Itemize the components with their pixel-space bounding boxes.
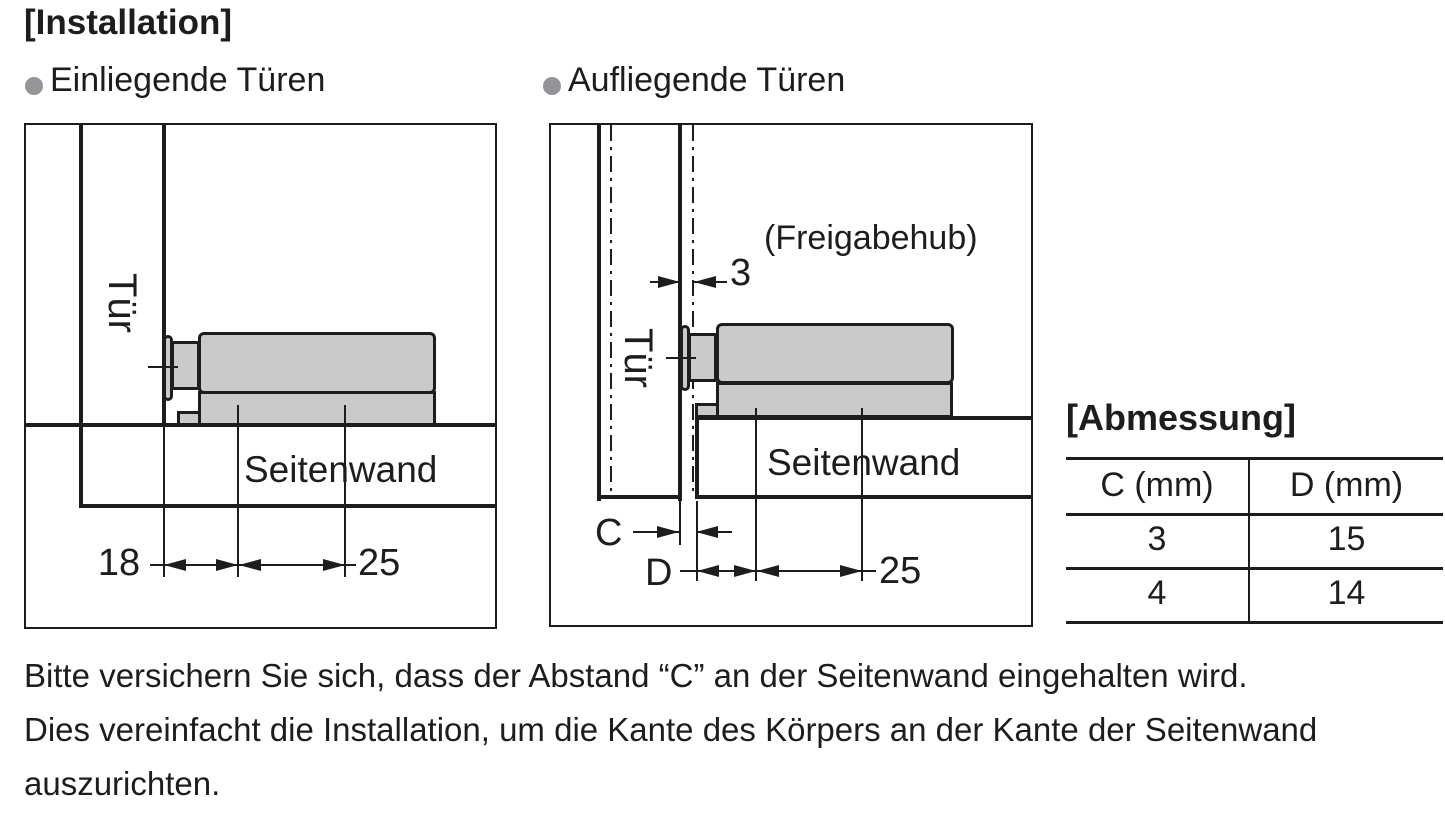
table-rule bbox=[1066, 567, 1443, 570]
table-cell: 4 bbox=[1147, 574, 1167, 612]
dim-25: 25 bbox=[358, 542, 401, 584]
dim-c-label: C bbox=[595, 512, 623, 554]
latch-base bbox=[716, 382, 953, 418]
table-header-d: D (mm) bbox=[1289, 466, 1404, 504]
diagram-overlay-doors: Tür (Freigabehub) 3 C D 25 Seitenwand bbox=[549, 123, 1033, 627]
section-heading-overlay: Aufliegende Türen bbox=[568, 61, 846, 99]
wall-back-edge-line bbox=[695, 495, 1031, 499]
arrowhead-right-icon bbox=[216, 559, 238, 571]
dim-d-label: D bbox=[645, 552, 673, 594]
note-line: Dies vereinfacht die Installation, um di… bbox=[24, 711, 1318, 748]
note-line: Bitte versichern Sie sich, dass der Abst… bbox=[24, 657, 1248, 694]
table-cell: 15 bbox=[1327, 520, 1366, 558]
door-outer-edge-line bbox=[597, 123, 601, 501]
dimension-line bbox=[633, 531, 679, 533]
diagram-frame bbox=[24, 123, 497, 629]
diagram-inset-doors: Tür 18 25 Seitenwand bbox=[24, 123, 497, 629]
door-bottom-edge-line bbox=[597, 495, 682, 499]
table-column-divider bbox=[1248, 457, 1250, 624]
arrowhead-right-icon bbox=[734, 565, 756, 577]
door-pushed-position-line bbox=[692, 125, 694, 497]
arrowhead-right-icon bbox=[657, 526, 679, 538]
latch-base bbox=[198, 391, 436, 426]
arrowhead-left-icon bbox=[694, 276, 716, 288]
release-stroke-note: (Freigabehub) bbox=[764, 219, 978, 257]
page-title: [Installation] bbox=[24, 3, 233, 42]
door-inner-edge-line bbox=[678, 123, 682, 501]
arrowhead-right-icon bbox=[840, 565, 862, 577]
door-pushed-position-line bbox=[610, 125, 612, 497]
arrowhead-right-icon bbox=[658, 276, 680, 288]
table-rule bbox=[1066, 621, 1443, 624]
table-title: [Abmessung] bbox=[1066, 397, 1297, 438]
extension-line bbox=[861, 408, 863, 581]
arrowhead-right-icon bbox=[323, 559, 345, 571]
extension-line bbox=[237, 405, 239, 577]
latch-body bbox=[716, 323, 954, 384]
diagram-frame bbox=[549, 123, 1033, 627]
wall-front-edge-line bbox=[695, 416, 1031, 420]
latch-body bbox=[198, 332, 436, 394]
note-line: auszurichten. bbox=[24, 765, 221, 802]
table-cell: 14 bbox=[1327, 574, 1366, 612]
table-rule bbox=[1066, 457, 1443, 460]
bullet-icon bbox=[543, 77, 561, 95]
arrowhead-left-icon bbox=[697, 565, 719, 577]
dim-25: 25 bbox=[879, 550, 922, 592]
arrowhead-left-icon bbox=[239, 559, 261, 571]
wall-label: Seitenwand bbox=[244, 449, 438, 490]
table-cell: 3 bbox=[1147, 520, 1167, 558]
door-outer-edge-line bbox=[79, 123, 83, 508]
dim-18: 18 bbox=[97, 542, 141, 584]
bullet-icon bbox=[25, 77, 43, 95]
extension-line bbox=[696, 501, 698, 581]
extension-line bbox=[755, 408, 757, 581]
extension-line bbox=[344, 405, 346, 577]
section-heading-inset: Einliegende Türen bbox=[50, 61, 326, 99]
door-inner-edge-line bbox=[162, 123, 166, 425]
dim-3: 3 bbox=[730, 252, 752, 294]
arrowhead-left-icon bbox=[757, 565, 779, 577]
extension-line bbox=[163, 427, 165, 577]
wall-back-edge-line bbox=[79, 504, 495, 508]
center-mark-line bbox=[666, 357, 696, 359]
table-header-c: C (mm) bbox=[1100, 466, 1214, 504]
table-rule bbox=[1066, 513, 1443, 516]
arrowhead-left-icon bbox=[164, 559, 186, 571]
extension-line bbox=[679, 501, 681, 545]
arrowhead-left-icon bbox=[696, 526, 718, 538]
latch-plunger bbox=[171, 341, 200, 390]
latch-base-foot bbox=[695, 403, 719, 418]
latch-base-foot bbox=[177, 411, 201, 426]
center-mark-line bbox=[148, 366, 178, 368]
wall-front-face-line bbox=[695, 416, 699, 499]
wall-label: Seitenwand bbox=[767, 442, 961, 483]
